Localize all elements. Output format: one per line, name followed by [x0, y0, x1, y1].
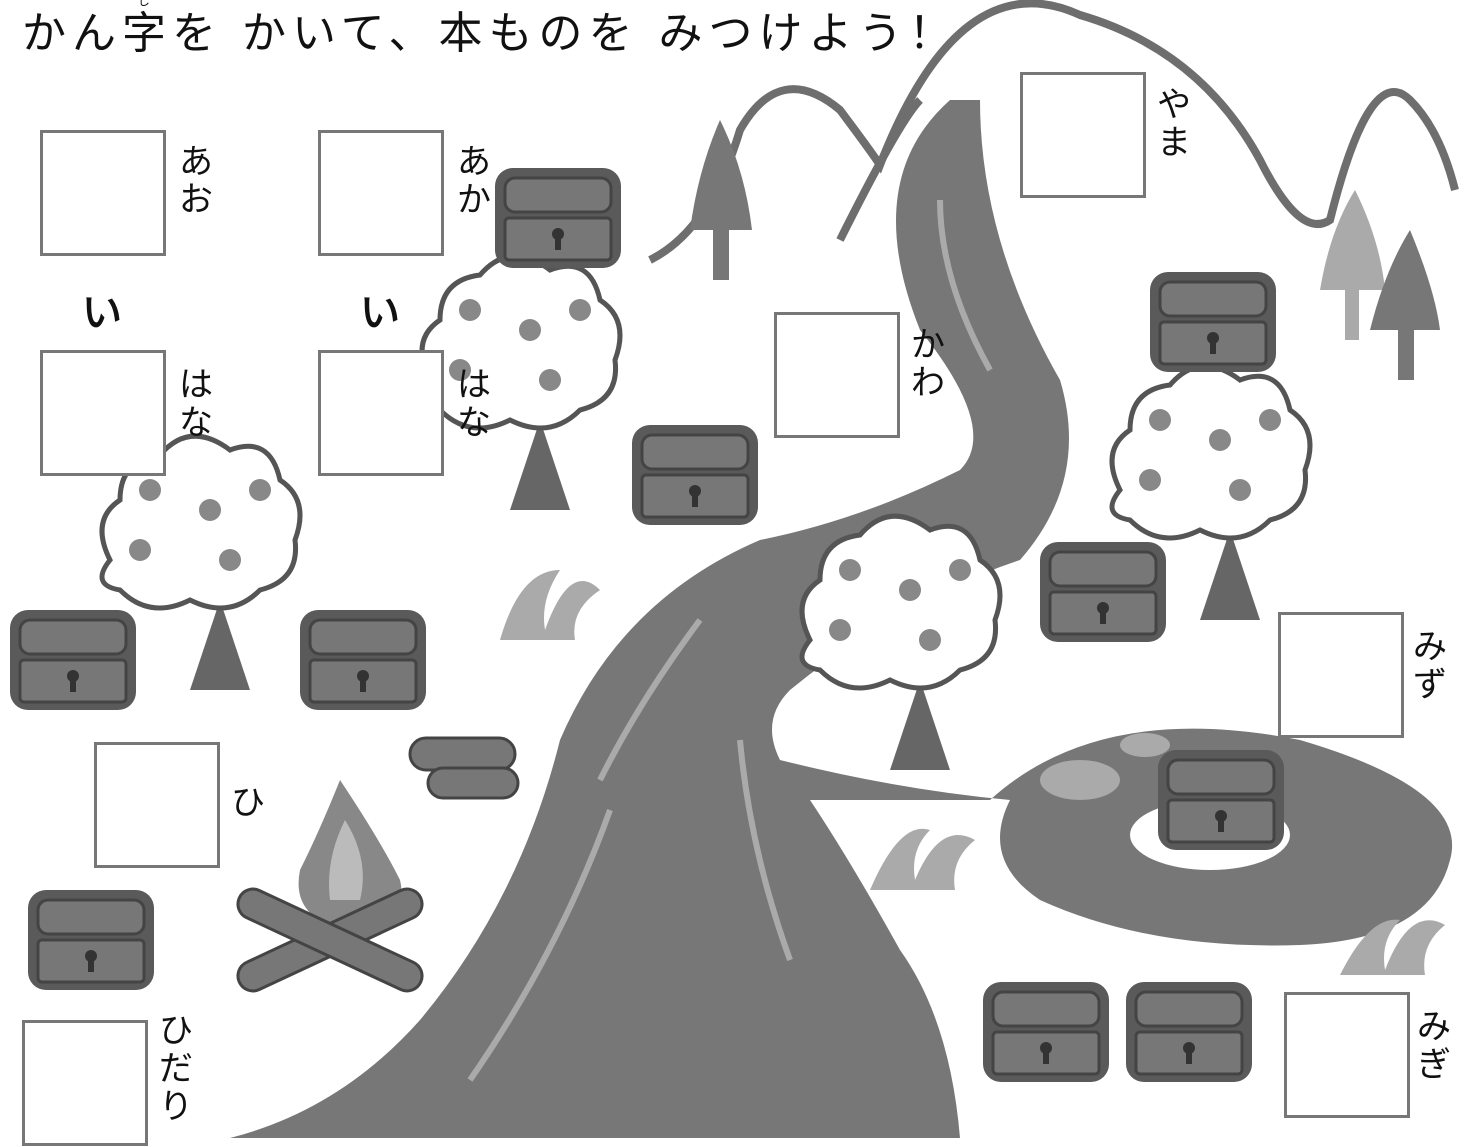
- reading-hana-left: は な: [179, 365, 213, 443]
- mountain: [648, 0, 1459, 264]
- treasure-chest-icon: [1156, 748, 1286, 852]
- treasure-chest-icon: [1038, 540, 1168, 644]
- reading-migi: み ぎ: [1417, 1007, 1451, 1085]
- logs-icon: [408, 736, 520, 800]
- answer-box-aka[interactable]: [318, 130, 444, 256]
- reading-hidari: ひ だ り: [159, 1011, 193, 1127]
- answer-box-migi[interactable]: [1284, 992, 1410, 1118]
- page-title: かん字を かいて、本ものを みつけよう！: [22, 8, 959, 59]
- reading-aka: あ か: [457, 142, 491, 220]
- reading-hi: ひ: [231, 783, 265, 823]
- treasure-chest-icon: [298, 608, 428, 712]
- treasure-chest-icon: [981, 980, 1111, 1084]
- reading-hana-right: は な: [457, 365, 491, 443]
- grass: [1340, 919, 1445, 975]
- pine-tree: [690, 120, 752, 230]
- treasure-chest-icon: [630, 423, 760, 527]
- title-ruby: じ: [138, 0, 151, 8]
- treasure-chest-icon: [1148, 270, 1278, 374]
- answer-box-hi[interactable]: [94, 742, 220, 868]
- answer-box-ao[interactable]: [40, 130, 166, 256]
- reading-ao: あ お: [179, 142, 213, 220]
- treasure-chest-icon: [8, 608, 138, 712]
- reading-mizu: み ず: [1413, 627, 1447, 705]
- joiner-right: い: [360, 290, 400, 336]
- treasure-chest-icon: [1124, 980, 1254, 1084]
- answer-box-mizu[interactable]: [1278, 612, 1404, 738]
- answer-box-hidari[interactable]: [22, 1020, 148, 1146]
- flower-tree-icon: [422, 256, 620, 510]
- reading-yama: や ま: [1157, 85, 1191, 163]
- reading-kawa: か わ: [911, 325, 945, 403]
- campfire-icon: [236, 780, 424, 993]
- answer-box-kawa[interactable]: [774, 312, 900, 438]
- treasure-chest-icon: [493, 166, 623, 270]
- joiner-left: い: [82, 290, 122, 336]
- grass: [500, 570, 600, 640]
- grass: [870, 828, 975, 890]
- answer-box-yama[interactable]: [1020, 72, 1146, 198]
- answer-box-hana-right[interactable]: [318, 350, 444, 476]
- treasure-chest-icon: [26, 888, 156, 992]
- flower-tree-icon: [802, 516, 1000, 770]
- answer-box-hana-left[interactable]: [40, 350, 166, 476]
